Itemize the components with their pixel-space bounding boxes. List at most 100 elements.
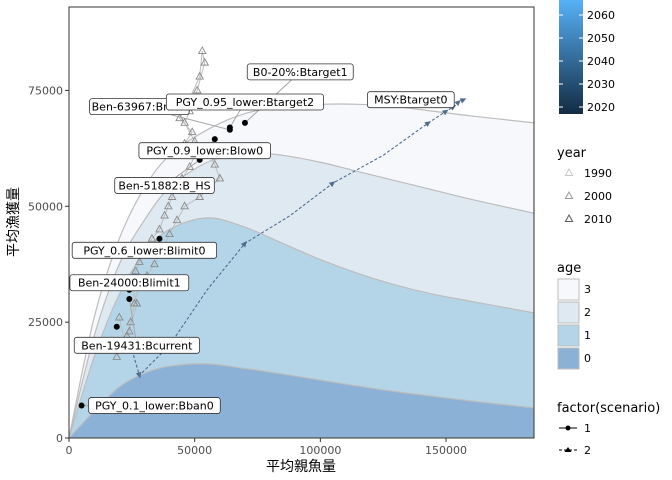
annotation-text: B0-20%:Btarget1 <box>253 66 348 79</box>
year-legend-label: 2010 <box>584 213 612 226</box>
age-band-0 <box>69 363 534 438</box>
reference-point <box>156 235 163 242</box>
year-point <box>150 259 159 268</box>
year-legend-symbol <box>564 190 574 199</box>
scenario2-arrow <box>424 121 431 127</box>
year-point <box>126 317 135 326</box>
reference-point <box>211 136 218 143</box>
annotation-label: Ben-24000:Blimit1 <box>69 274 190 292</box>
age-legend-title: age <box>557 261 581 276</box>
reference-point <box>126 295 133 302</box>
annotation-box <box>73 336 200 354</box>
x-tick-label: 100000 <box>299 444 341 457</box>
x-axis-title: 平均親魚量 <box>266 459 336 475</box>
year-point <box>180 117 189 126</box>
scenario-legend-title: factor(scenario) <box>557 401 660 416</box>
annotation-label: B0-20%:Btarget1 <box>246 63 354 81</box>
scenario2-arrow <box>441 109 449 116</box>
year-legend-label: 2000 <box>584 190 612 203</box>
year-legend-symbol <box>564 167 574 176</box>
year-point <box>165 229 174 238</box>
year-point <box>195 71 205 80</box>
year-point <box>129 298 139 307</box>
annotation-text: PGY_0.95_lower:Btarget2 <box>176 96 314 109</box>
colorbar-tick-label: 2030 <box>587 78 615 91</box>
year-point <box>215 173 225 182</box>
annotation-text: PGY_0.9_lower:Blow0 <box>146 145 263 158</box>
annotation-label: Ben-51882:B_HS <box>114 177 215 194</box>
colorbar-tick-label: 2040 <box>587 55 615 68</box>
annotation-box <box>114 177 215 194</box>
annotation-label: MSY:Btarget0 <box>367 91 455 109</box>
annotation-labels: B0-20%:Btarget1MSY:Btarget0Ben-63967:Bma… <box>69 63 455 414</box>
annotation-text: MSY:Btarget0 <box>374 94 447 107</box>
year-point <box>167 192 177 200</box>
annotation-text: Ben-19431:Bcurrent <box>81 339 193 352</box>
year-legend: year 1990 2000 2010 <box>557 146 612 226</box>
y-tick-label: 50000 <box>28 200 63 213</box>
year-legend-symbol <box>564 213 574 222</box>
age-legend-label: 0 <box>584 352 591 365</box>
age-legend: age 3 2 1 0 <box>557 261 591 370</box>
y-tick-label: 25000 <box>28 316 63 329</box>
year-point <box>135 256 144 265</box>
year-point <box>180 201 189 210</box>
colorbar <box>559 0 583 114</box>
annotation-label: PGY_0.9_lower:Blow0 <box>138 142 271 160</box>
x-tick-label: 50000 <box>177 444 212 457</box>
age-legend-label: 2 <box>584 306 591 319</box>
scenario-legend-label: 1 <box>584 422 591 435</box>
annotation-text: PGY_0.1_lower:Bban0 <box>95 400 214 413</box>
scenario2-arrow <box>454 99 461 107</box>
scenario2-arrow <box>135 371 142 379</box>
annotation-box <box>165 93 324 111</box>
year-point <box>200 57 210 66</box>
scenario-legend-label: 2 <box>584 444 591 457</box>
annotation-label: PGY_0.95_lower:Btarget2 <box>165 93 324 111</box>
annotation-text: Ben-63967:Bmax <box>92 101 188 114</box>
year-point <box>147 233 157 242</box>
x-tick-label: 150000 <box>425 444 467 457</box>
y-axis-title: 平均漁獲量 <box>6 187 22 257</box>
year-legend-label: 1990 <box>584 167 612 180</box>
annotation-label: PGY_0.6_lower:Blimit0 <box>71 241 218 259</box>
y-tick-label: 75000 <box>28 84 63 97</box>
year-point <box>195 192 205 200</box>
reference-point <box>241 119 248 126</box>
reference-point <box>78 402 85 409</box>
age-legend-swatch <box>557 347 580 370</box>
annotation-box <box>69 274 190 292</box>
year-point <box>197 46 207 54</box>
scenario2-arrow <box>240 241 247 248</box>
annotation-text: Ben-24000:Blimit1 <box>78 277 181 290</box>
scenario2-arrow <box>459 98 467 104</box>
annotation-label: Ben-63967:Bmax <box>89 98 190 116</box>
year-legend-title: year <box>557 146 587 161</box>
reference-point <box>226 126 233 133</box>
plot-panel-border <box>68 6 535 439</box>
annotation-text: Ben-51882:B_HS <box>118 179 210 192</box>
colorbar-tick-label: 2050 <box>587 32 615 45</box>
scenario2-arrow <box>328 181 336 188</box>
age-legend-label: 3 <box>584 283 591 296</box>
year-point <box>160 210 169 219</box>
scenario-legend-point <box>565 425 571 431</box>
age-legend-label: 1 <box>584 329 591 342</box>
age-legend-swatch <box>557 324 580 347</box>
scenario-legend: factor(scenario) 1 2 <box>557 401 660 457</box>
year-point <box>124 326 134 335</box>
x-axis: 0 50000 100000 150000 <box>66 438 467 457</box>
annotation-box <box>367 91 455 109</box>
reference-point <box>113 323 120 330</box>
x-tick-label: 0 <box>66 444 73 457</box>
annotation-box <box>88 397 221 414</box>
year-point <box>192 85 202 94</box>
y-tick-label: 0 <box>56 432 63 445</box>
year-point <box>155 224 164 233</box>
year-point <box>114 312 124 321</box>
scenario-legend-arrow <box>564 447 572 452</box>
annotation-text: PGY_0.6_lower:Blimit0 <box>83 244 205 257</box>
year-point <box>210 159 220 168</box>
